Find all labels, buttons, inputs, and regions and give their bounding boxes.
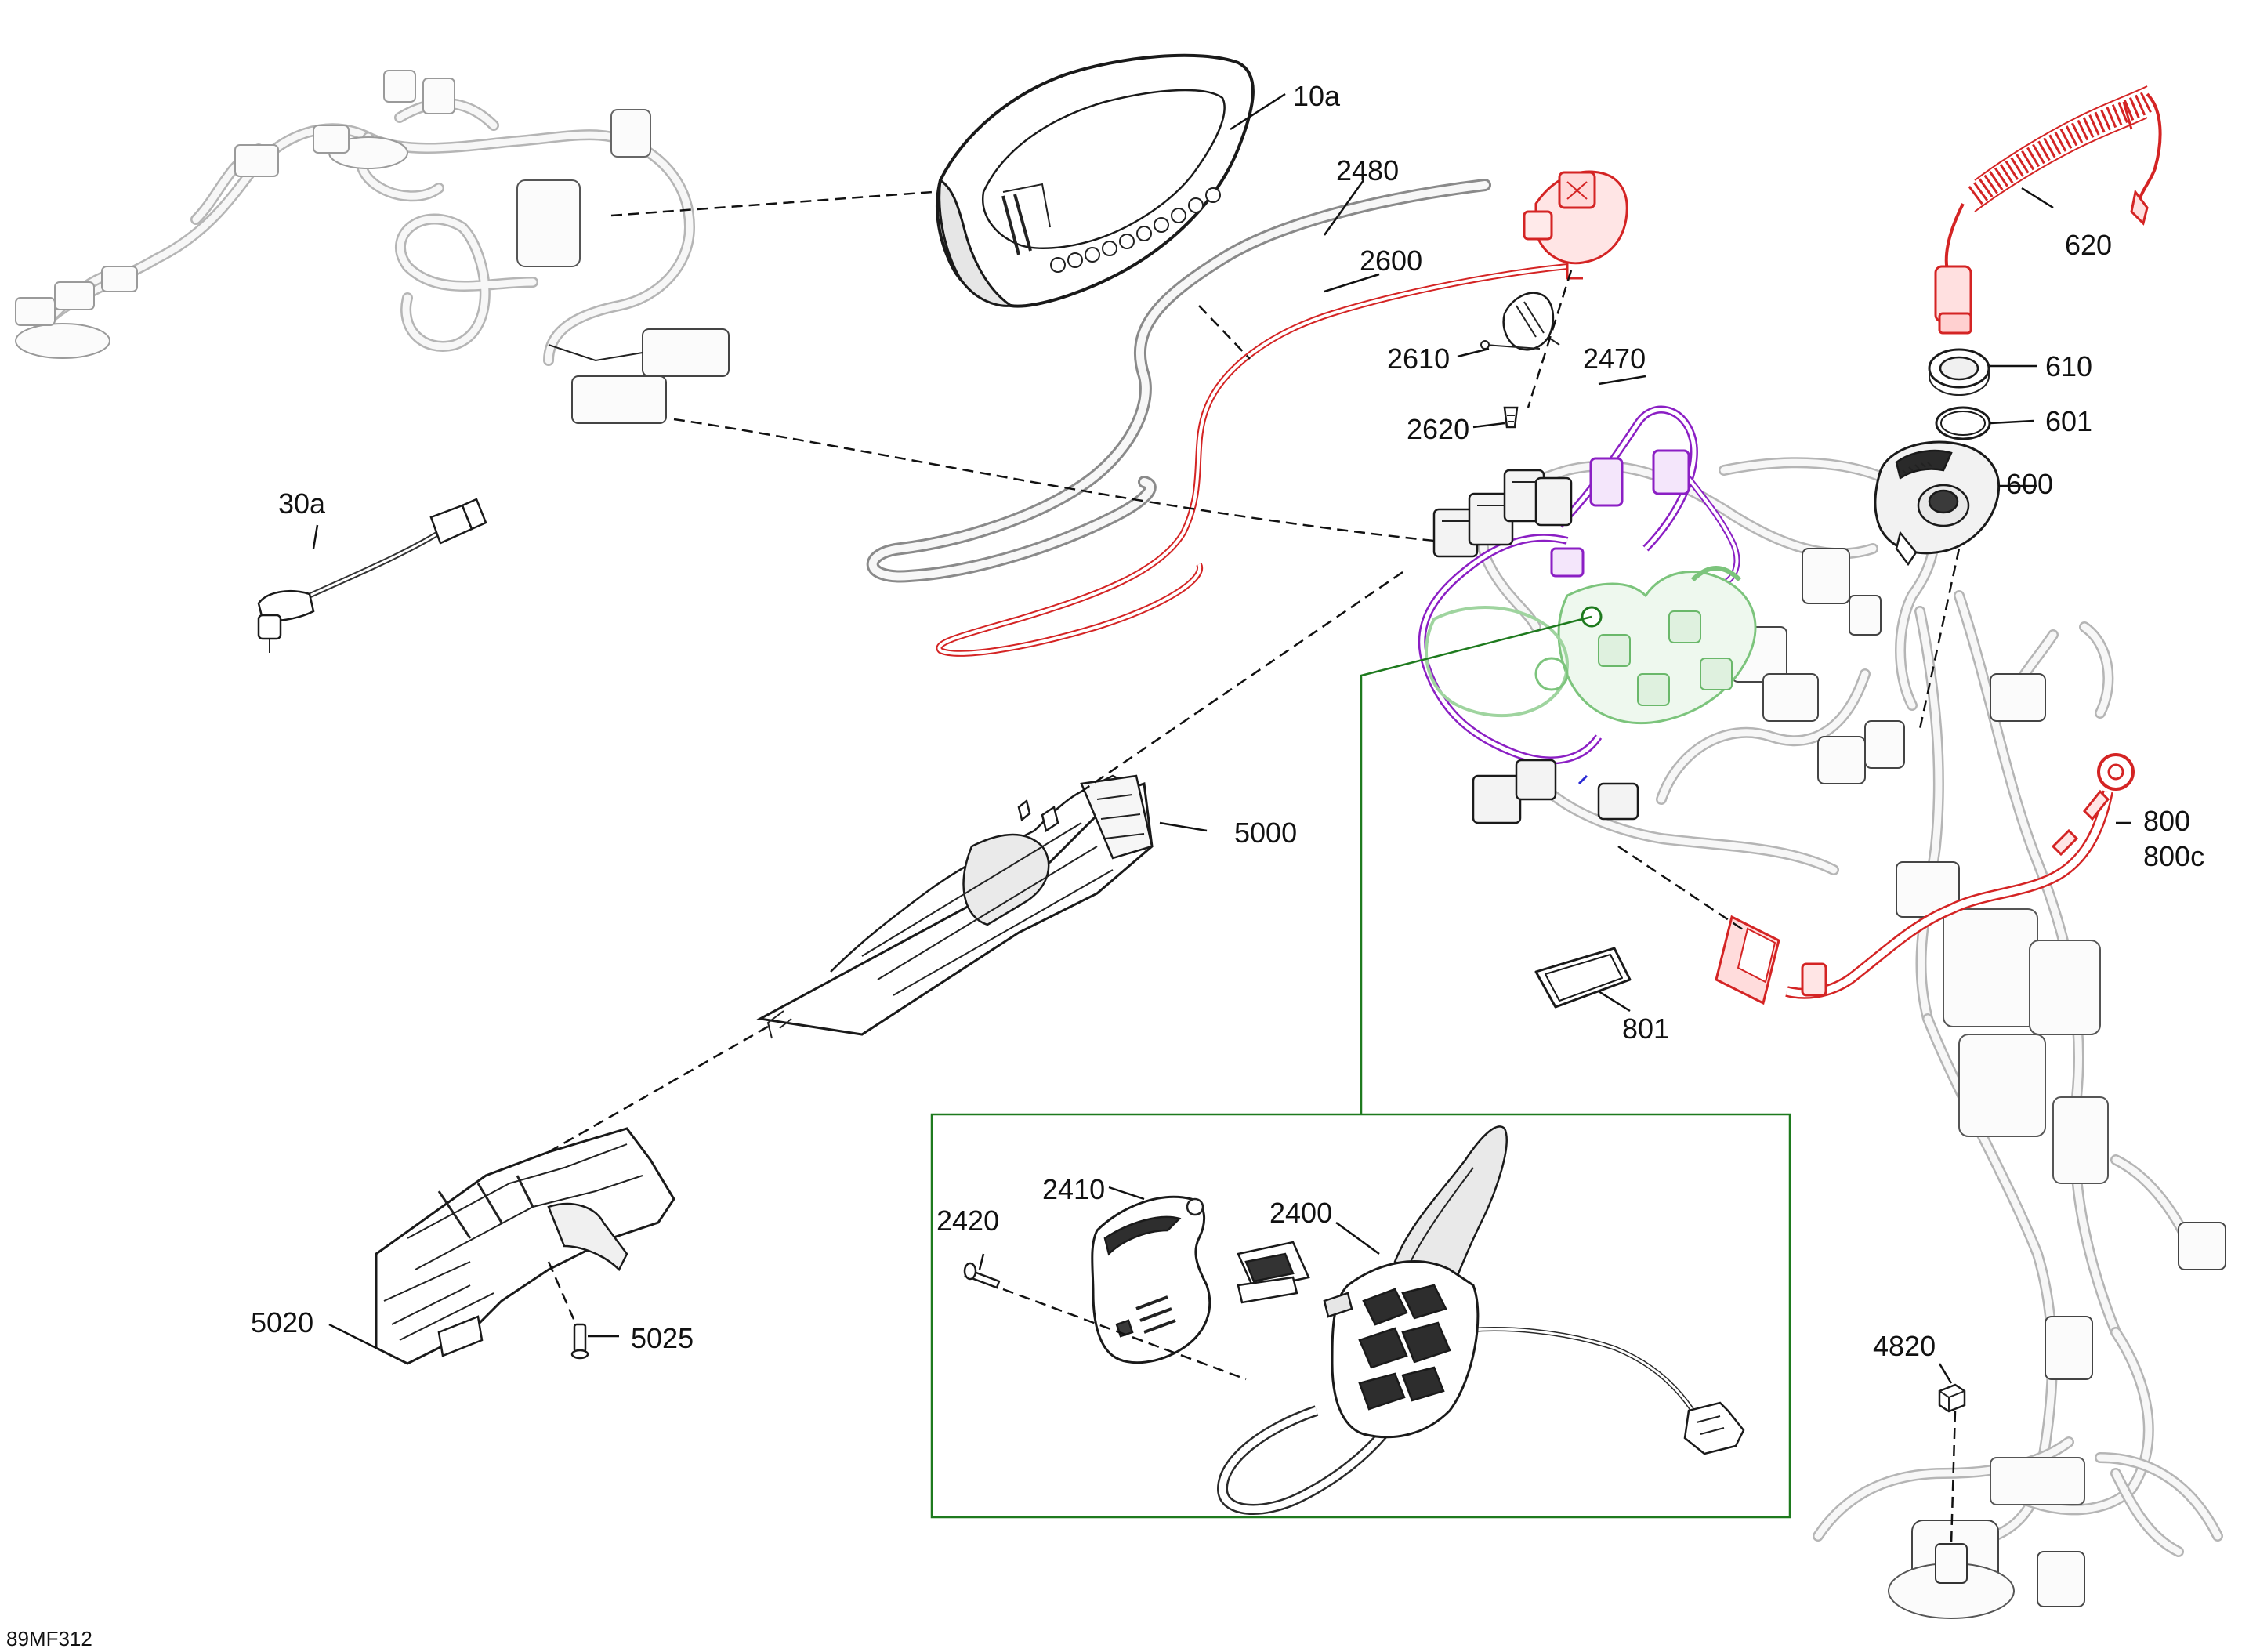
connectors-left-of-2470 bbox=[1432, 469, 1639, 824]
label-2470: 2470 bbox=[1583, 342, 1646, 375]
label-601: 601 bbox=[2045, 405, 2092, 437]
switch-assembly-2400 bbox=[1216, 1125, 1745, 1515]
screw-2420 bbox=[963, 1262, 1001, 1289]
module-5000 bbox=[756, 774, 1154, 1039]
ghost-switch-green bbox=[1425, 566, 1757, 725]
nut-4820 bbox=[1938, 1383, 1966, 1413]
detail-callout-leader bbox=[1360, 615, 1592, 1114]
cable-2600-red bbox=[936, 263, 1568, 657]
label-800c: 800c bbox=[2143, 840, 2204, 872]
label-4820: 4820 bbox=[1873, 1330, 1936, 1362]
lanyard-620-red bbox=[1934, 85, 2162, 335]
ghost-harness-right bbox=[1477, 457, 2226, 1619]
assembly-lines bbox=[547, 190, 1961, 1545]
label-2610: 2610 bbox=[1387, 342, 1450, 375]
cluster-buttons bbox=[1050, 187, 1221, 273]
label-2480: 2480 bbox=[1336, 154, 1399, 187]
label-800: 800 bbox=[2143, 805, 2190, 837]
label-600: 600 bbox=[2006, 468, 2053, 500]
label-610: 610 bbox=[2045, 350, 2092, 382]
label-801: 801 bbox=[1622, 1013, 1669, 1045]
screw-2620 bbox=[1503, 406, 1519, 429]
label-5025: 5025 bbox=[631, 1322, 694, 1354]
label-5000: 5000 bbox=[1234, 817, 1297, 849]
screw-5025 bbox=[570, 1323, 589, 1360]
cap-610 bbox=[1928, 348, 1990, 396]
label-2420: 2420 bbox=[936, 1205, 999, 1237]
leader-lines bbox=[312, 92, 2131, 1384]
label-5020: 5020 bbox=[251, 1306, 313, 1339]
key-switch-600 bbox=[1874, 440, 2001, 567]
bracket-5020 bbox=[375, 1127, 675, 1365]
red-switch-2600 bbox=[1523, 170, 1628, 280]
tube-2480 bbox=[866, 179, 1491, 583]
label-30a: 30a bbox=[278, 487, 326, 520]
label-2600: 2600 bbox=[1360, 245, 1422, 277]
instrument-cluster-10a bbox=[935, 53, 1255, 308]
label-2620: 2620 bbox=[1407, 413, 1469, 445]
gasket-801 bbox=[1534, 947, 1632, 1009]
label-620: 620 bbox=[2065, 229, 2112, 261]
label-10a: 10a bbox=[1293, 80, 1341, 112]
cable-800-red bbox=[1715, 753, 2135, 1005]
label-2400: 2400 bbox=[1269, 1197, 1332, 1229]
label-2410: 2410 bbox=[1042, 1173, 1105, 1205]
sensor-30a bbox=[257, 498, 487, 653]
cover-2410 bbox=[1091, 1195, 1211, 1364]
part-labels: 10a 2480 2600 2610 2620 2470 620 610 601… bbox=[6, 80, 2204, 1650]
diagram-reference-id: 89MF312 bbox=[6, 1627, 92, 1650]
ring-601 bbox=[1935, 406, 1991, 440]
clip-2610 bbox=[1480, 292, 1560, 351]
ghost-harness-top-left bbox=[15, 70, 730, 424]
